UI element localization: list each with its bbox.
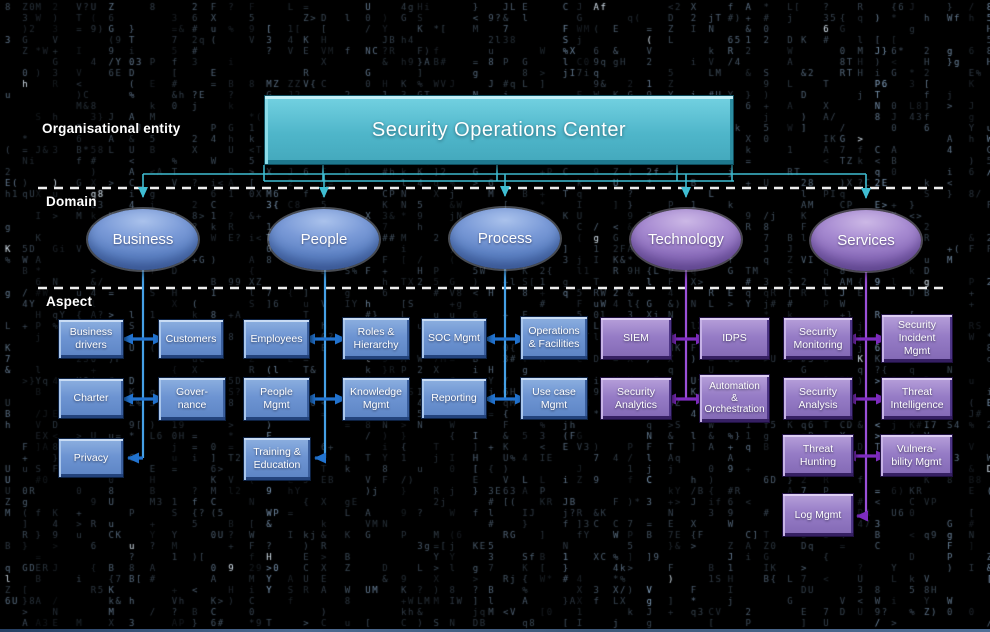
soc-title-box: Security Operations Center <box>264 95 734 165</box>
aspect-threat-intelligence: Threat Intelligence <box>881 377 953 420</box>
domain-technology: Technology <box>631 209 741 270</box>
aspect-people-mgmt: People Mgmt <box>243 377 310 421</box>
aspect-automation-orchestration: Automation & Orchestration <box>699 374 770 423</box>
layer-separator-lines <box>38 186 948 290</box>
domain-business: Business <box>88 209 198 270</box>
screen-bottom-edge <box>0 629 990 632</box>
aspect-label: Aspect <box>46 294 93 309</box>
aspect-vulnerability-mgmt: Vulnera- bility Mgmt <box>880 434 953 477</box>
aspect-privacy: Privacy <box>58 438 124 478</box>
aspect-training-education: Training & Education <box>243 437 311 481</box>
domain-technology-label: Technology <box>648 231 724 248</box>
aspect-roles-hierarchy: Roles & Hierarchy <box>342 317 410 360</box>
domain-people: People <box>269 209 379 270</box>
aspect-log-mgmt: Log Mgmt <box>782 493 854 537</box>
aspect-idps: IDPS <box>699 317 770 360</box>
aspect-customers: Customers <box>158 319 224 359</box>
aspect-business-drivers: Business drivers <box>58 319 124 359</box>
aspect-threat-hunting: Threat Hunting <box>782 434 854 477</box>
aspect-governance: Gover- nance <box>158 377 226 421</box>
aspect-security-analysis: Security Analysis <box>783 377 853 420</box>
aspect-reporting: Reporting <box>421 378 487 419</box>
soc-title: Security Operations Center <box>371 118 627 141</box>
domain-process: Process <box>450 208 560 269</box>
business-aspect-connectors <box>121 269 165 464</box>
aspect-siem: SIEM <box>600 317 672 360</box>
org-to-domain-connectors <box>138 165 871 199</box>
aspect-security-incident-mgmt: Security Incident Mgmt <box>881 314 953 363</box>
aspect-security-monitoring: Security Monitoring <box>783 317 853 360</box>
aspect-employees: Employees <box>243 319 310 359</box>
aspect-charter: Charter <box>58 378 124 419</box>
domain-services: Services <box>811 210 921 271</box>
aspect-security-analytics: Security Analytics <box>600 377 672 420</box>
aspect-knowledge-mgmt: Knowledge Mgmt <box>342 377 410 421</box>
aspect-soc-mgmt: SOC Mgmt <box>421 318 487 359</box>
domain-business-label: Business <box>112 231 174 248</box>
domain-people-label: People <box>300 231 348 248</box>
aspect-use-case-mgmt: Use case Mgmt <box>520 377 588 420</box>
process-aspect-connectors <box>483 268 527 405</box>
domain-label: Domain <box>46 194 97 209</box>
domain-services-label: Services <box>837 232 895 249</box>
aspect-operations-facilities: Operations & Facilities <box>520 316 588 360</box>
domain-process-label: Process <box>477 230 533 247</box>
organisational-entity-label: Organisational entity <box>42 121 181 136</box>
people-aspect-connectors <box>303 269 347 464</box>
